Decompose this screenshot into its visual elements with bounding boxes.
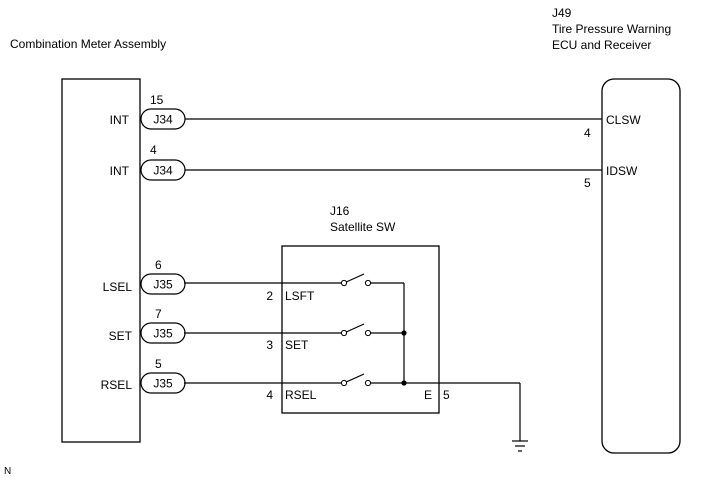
switch-pin-label-rsel: RSEL xyxy=(285,388,317,402)
switch-contact-set xyxy=(340,323,372,337)
switch-contact-rsel xyxy=(340,373,372,387)
switch-pin-label-e: E xyxy=(424,388,432,402)
ground-icon xyxy=(512,440,528,452)
ecu-title-line1: Tire Pressure Warning xyxy=(552,22,671,36)
meter-pin-no-6: 6 xyxy=(155,258,162,272)
connector-j34-2: J34 xyxy=(140,159,186,181)
meter-pin-no-4: 4 xyxy=(150,143,157,157)
wire-ground xyxy=(404,382,521,441)
switch-id: J16 xyxy=(330,204,350,218)
meter-body xyxy=(61,78,141,443)
meter-pin-no-15: 15 xyxy=(150,93,164,107)
switch-title: Satellite SW xyxy=(330,220,396,234)
switch-pin-no-4: 4 xyxy=(266,388,273,402)
connector-label: J35 xyxy=(153,377,173,391)
meter-pin-label-lsel: LSEL xyxy=(103,280,133,294)
connector-j35-1: J35 xyxy=(140,273,186,295)
meter-pin-label-int-2: INT xyxy=(110,164,130,178)
ecu-pin-no-5: 5 xyxy=(584,176,591,190)
switch-pin-label-lsft: LSFT xyxy=(285,289,315,303)
switch-body xyxy=(281,245,440,414)
meter-title: Combination Meter Assembly xyxy=(10,37,166,51)
meter-pin-no-5: 5 xyxy=(155,357,162,371)
meter-pin-label-set: SET xyxy=(109,329,133,343)
ecu-body xyxy=(601,78,681,454)
meter-pin-label-rsel: RSEL xyxy=(101,378,133,392)
connector-label: J35 xyxy=(153,327,173,341)
switch-pin-no-5: 5 xyxy=(443,388,450,402)
connector-j34-1: J34 xyxy=(140,108,186,130)
switch-pin-label-set: SET xyxy=(285,338,309,352)
meter-pin-label-int-1: INT xyxy=(110,113,130,127)
ecu-id: J49 xyxy=(552,6,572,20)
switch-pin-no-2: 2 xyxy=(266,289,273,303)
connector-j35-3: J35 xyxy=(140,372,186,394)
ecu-pin-label-clsw: CLSW xyxy=(606,113,641,127)
switch-contact-lsft xyxy=(340,273,372,287)
meter-pin-no-7: 7 xyxy=(155,307,162,321)
ecu-pin-label-idsw: IDSW xyxy=(606,164,638,178)
ecu-title-line2: ECU and Receiver xyxy=(552,38,651,52)
connector-label: J35 xyxy=(153,278,173,292)
connector-j35-2: J35 xyxy=(140,322,186,344)
ecu-pin-no-4: 4 xyxy=(584,126,591,140)
connector-label: J34 xyxy=(153,113,173,127)
footer-mark: N xyxy=(4,466,11,477)
connector-label: J34 xyxy=(153,164,173,178)
switch-pin-no-3: 3 xyxy=(266,338,273,352)
